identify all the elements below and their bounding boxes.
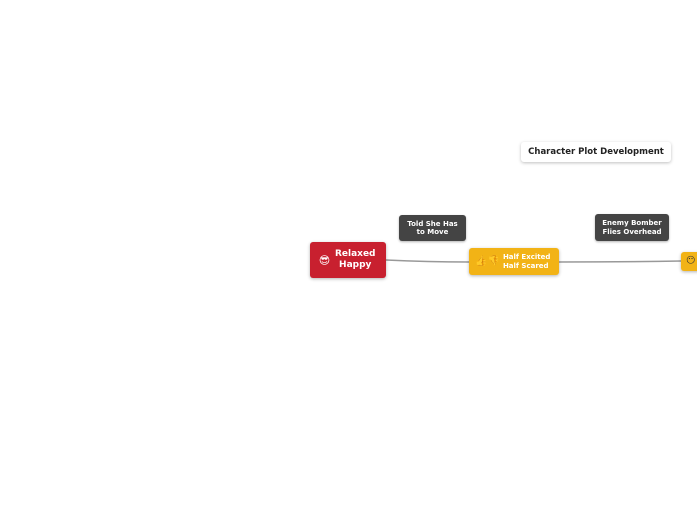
state-node-next[interactable]: 😶 — [681, 252, 697, 271]
face-icon: 😶 — [686, 256, 696, 266]
map-title-text: Character Plot Development — [528, 147, 664, 157]
state-label: Half Excited Half Scared — [502, 253, 551, 270]
state-node-half-excited[interactable]: 👍👎 Half Excited Half Scared — [469, 248, 559, 275]
event-label: Enemy Bomber Flies Overhead — [602, 219, 662, 236]
connector-excited-to-next — [558, 260, 682, 263]
state-label: Relaxed Happy — [334, 249, 376, 270]
state-node-relaxed-happy[interactable]: 😎 Relaxed Happy — [310, 242, 386, 278]
thumbs-up-down-icon: 👍👎 — [475, 256, 500, 267]
map-title[interactable]: Character Plot Development — [521, 142, 671, 162]
sunglasses-face-icon: 😎 — [318, 253, 331, 267]
event-node-told-to-move[interactable]: Told She Has to Move — [399, 215, 466, 241]
event-label: Told She Has to Move — [407, 219, 458, 237]
connector-happy-to-excited — [385, 259, 470, 263]
event-node-enemy-bomber[interactable]: Enemy Bomber Flies Overhead — [595, 214, 669, 241]
